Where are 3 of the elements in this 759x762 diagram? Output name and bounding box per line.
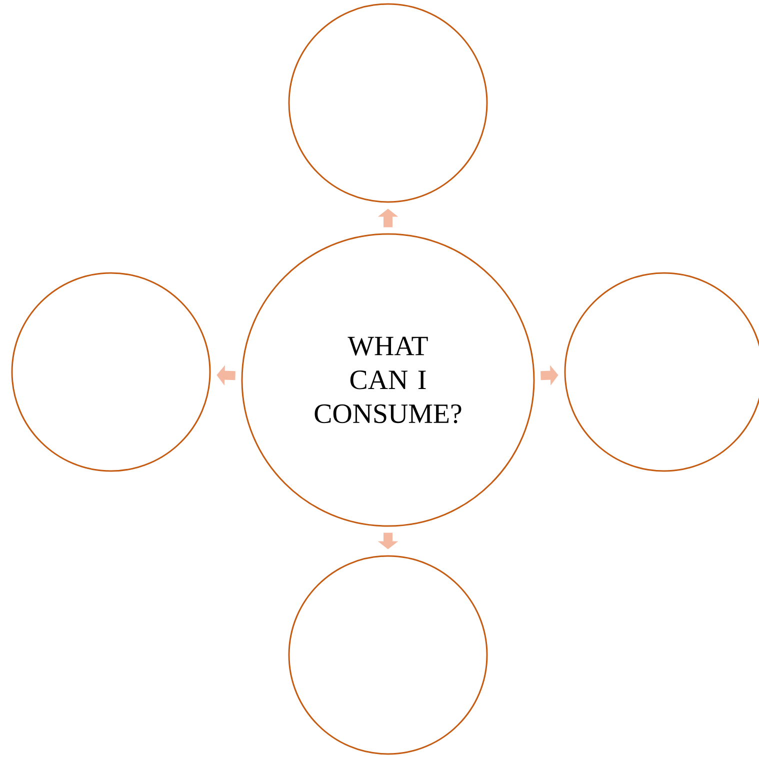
circle <box>11 272 211 472</box>
circle <box>288 555 488 755</box>
circle <box>288 3 488 203</box>
